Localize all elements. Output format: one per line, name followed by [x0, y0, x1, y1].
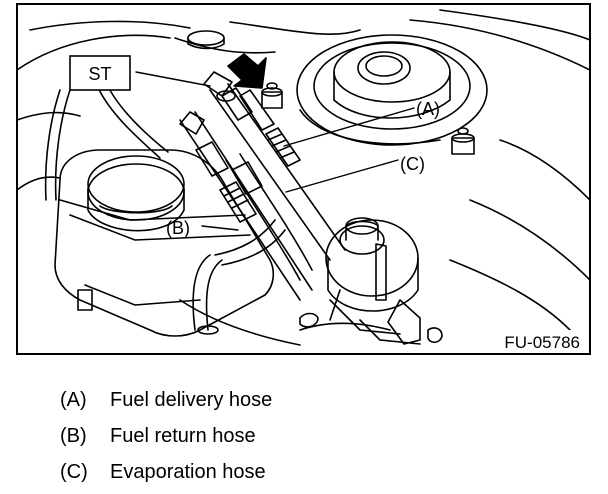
- label-b: (B): [166, 218, 190, 238]
- line-drawing: ST (A) (C) (B) FU-05786: [16, 3, 591, 355]
- label-a: (A): [416, 99, 440, 119]
- body-panel-lines: [17, 9, 590, 346]
- reservoir-tank: [54, 149, 275, 337]
- legend-text: Evaporation hose: [110, 461, 266, 483]
- leader-b: [201, 225, 239, 231]
- legend-text: Fuel return hose: [110, 425, 256, 447]
- fuel-hoses: [179, 71, 346, 301]
- legend-key: (A): [60, 389, 87, 411]
- figure-code: FU-05786: [504, 333, 580, 352]
- arrow-indicator: [227, 53, 267, 89]
- strut-mount: [296, 34, 488, 146]
- leader-st: [135, 71, 211, 87]
- filler-cap: [187, 30, 225, 50]
- label-c: (C): [400, 154, 425, 174]
- st-label-box: [69, 55, 131, 91]
- legend-text: Fuel delivery hose: [110, 389, 273, 411]
- legend-key: (C): [60, 461, 88, 483]
- engine-bay-figure: ST (A) (C) (B) FU-05786: [16, 3, 591, 355]
- strut-studs: [261, 82, 475, 155]
- leader-a: [283, 107, 415, 147]
- st-label: ST: [88, 64, 111, 84]
- canister: [299, 217, 443, 345]
- leader-lines: [135, 71, 415, 231]
- leader-c: [285, 159, 399, 193]
- legend-key: (B): [60, 425, 87, 447]
